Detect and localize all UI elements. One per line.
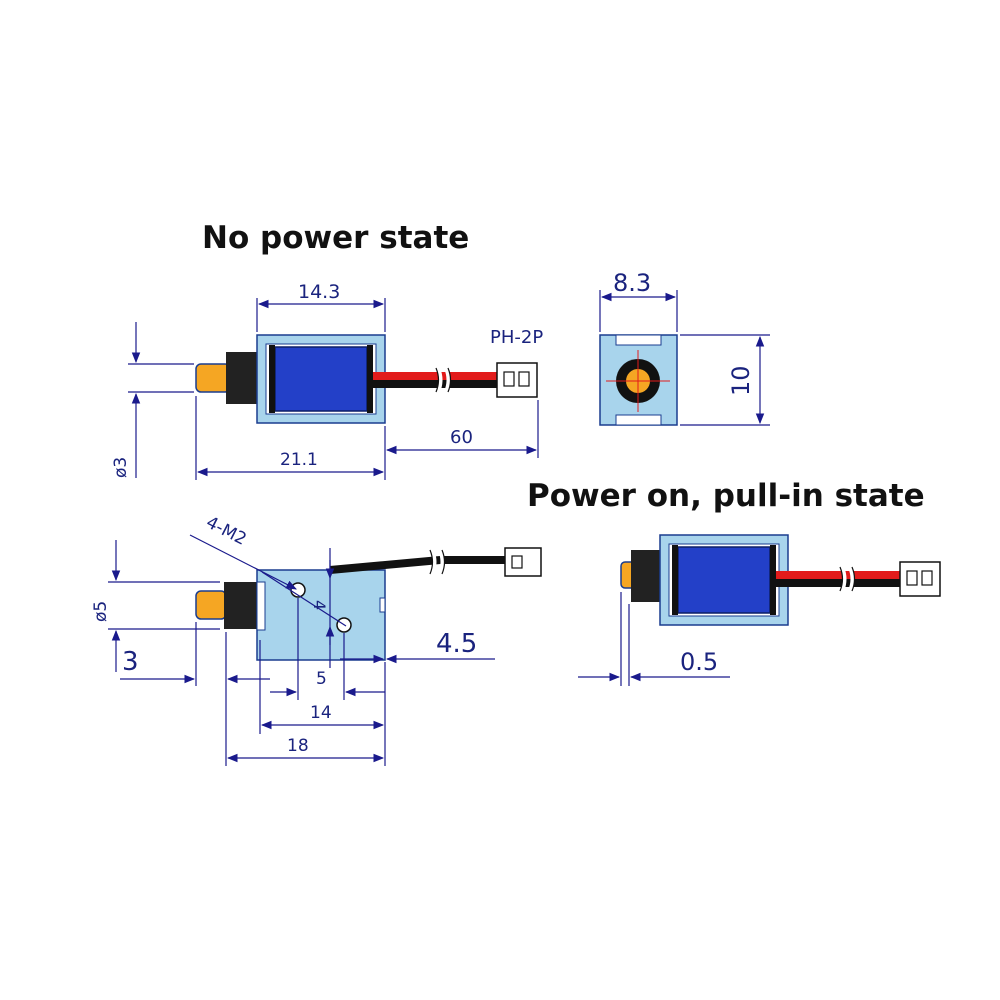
dim-plunger-dia: ø3 <box>111 457 131 478</box>
dim-stroke: 0.5 <box>680 648 718 676</box>
on-wire-red <box>776 571 901 579</box>
dim-width: 8.3 <box>613 269 651 297</box>
plunger-cap <box>226 352 260 404</box>
title-no-power: No power state <box>202 220 469 256</box>
connector <box>496 362 538 398</box>
coil <box>274 346 368 412</box>
view-no-power: 14.3 PH-2P 21.1 60 ø3 <box>111 281 543 480</box>
view-power-on: 0.5 <box>578 534 941 686</box>
dim-hole-spacing-v: 4 <box>310 600 329 610</box>
plunger-tip <box>195 363 231 393</box>
dim-plunger-ext: 3 <box>122 647 139 677</box>
wire-black <box>373 380 498 388</box>
view-end: 8.3 10 <box>599 269 770 426</box>
view-side: 4-M2 4 ø5 3 5 14 18 4 <box>91 513 542 766</box>
label-mount-holes: 4-M2 <box>203 513 250 550</box>
dim-plunger-dia-side: ø5 <box>91 601 111 622</box>
dim-height: 10 <box>727 365 755 396</box>
dim-length-4-5: 4.5 <box>436 629 477 659</box>
dim-length-14: 14 <box>310 703 332 723</box>
side-connector <box>504 547 542 577</box>
dim-body-length: 14.3 <box>298 281 340 303</box>
on-connector <box>899 561 941 597</box>
wire-red <box>373 372 498 380</box>
on-coil <box>677 546 771 614</box>
dim-length-18: 18 <box>287 736 309 756</box>
dim-hole-offset: 5 <box>316 669 327 689</box>
side-frame <box>256 569 386 661</box>
on-plunger-cap <box>631 550 661 602</box>
on-wire-black <box>776 579 901 587</box>
dim-wire-length: 60 <box>450 427 473 448</box>
title-power-on: Power on, pull-in state <box>527 478 925 514</box>
label-connector: PH-2P <box>490 327 543 348</box>
side-plunger-tip <box>195 590 227 620</box>
dim-total-length: 21.1 <box>280 450 318 470</box>
side-plunger-cap <box>224 582 260 629</box>
